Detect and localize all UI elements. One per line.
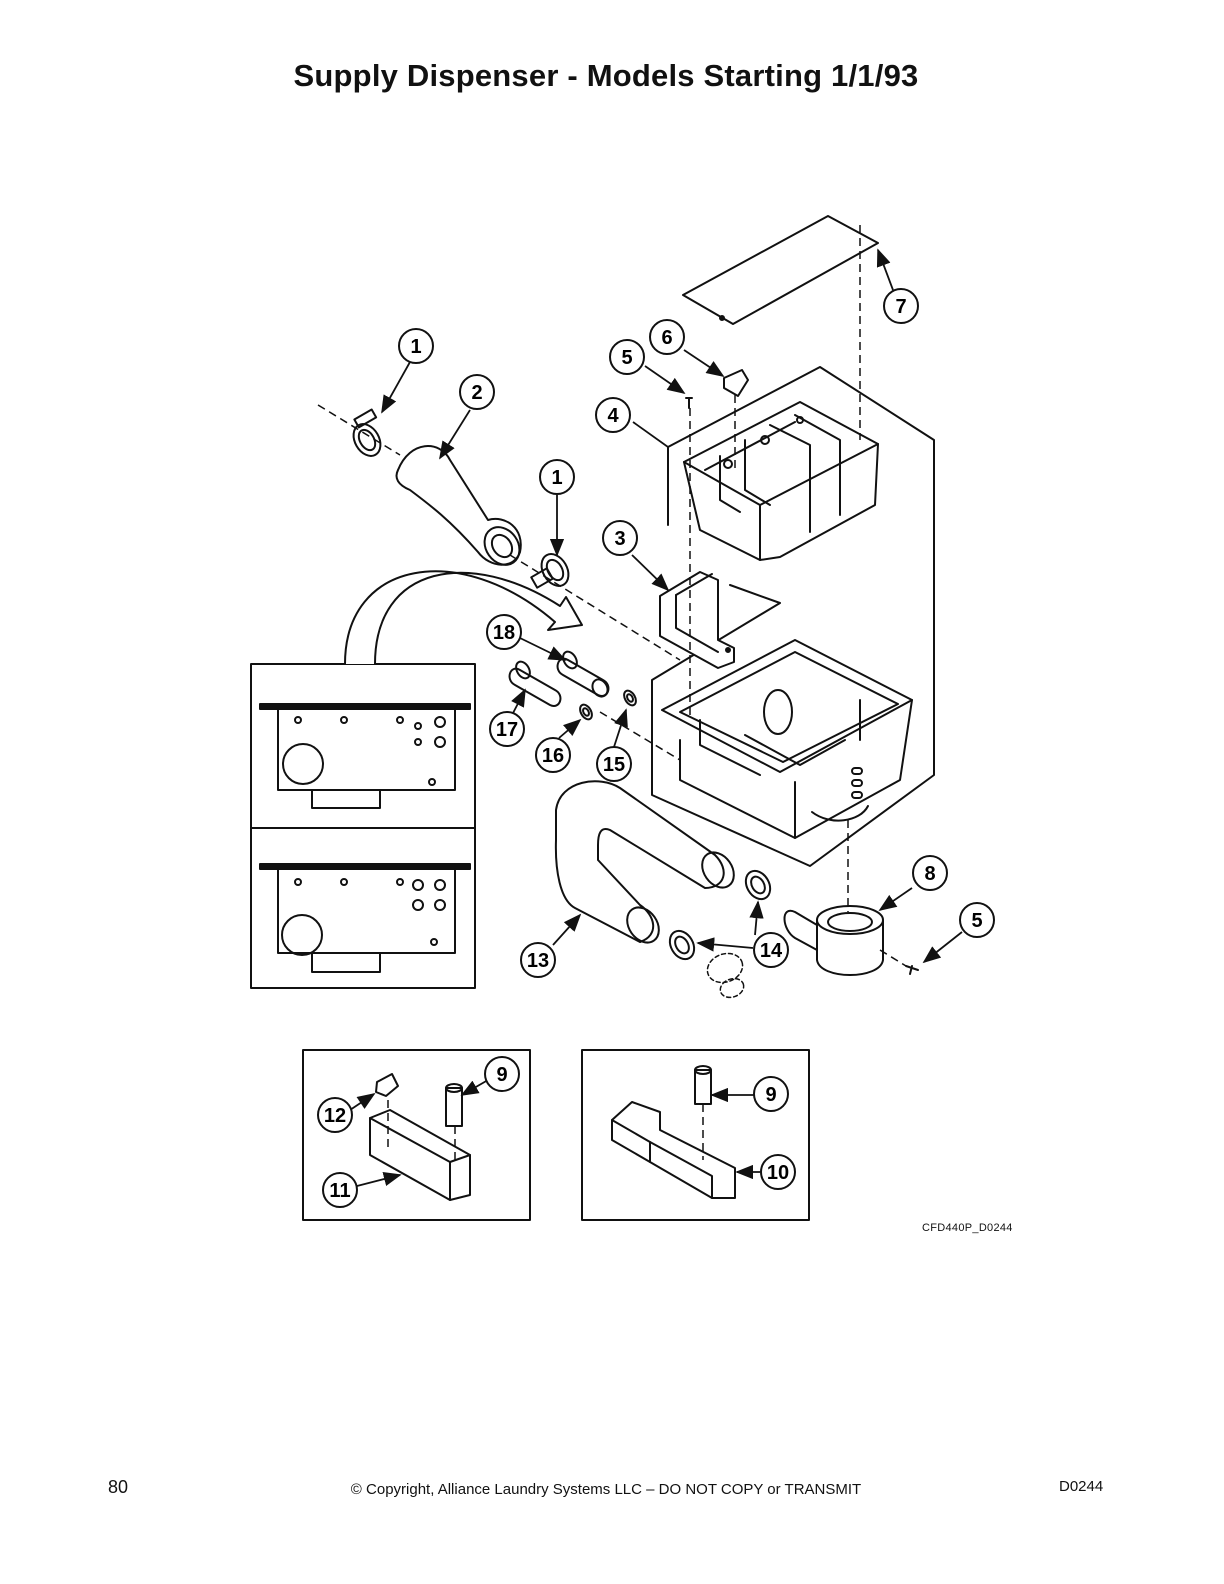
callout-balloon xyxy=(535,737,571,773)
callout-14: 14 xyxy=(753,932,789,968)
callout-label: 11 xyxy=(329,1180,350,1202)
callout-3: 3 xyxy=(602,520,638,556)
dispenser-background-panel xyxy=(651,366,935,867)
ring-part-16 xyxy=(579,703,593,721)
callout-balloon xyxy=(489,711,525,747)
page-title: Supply Dispenser - Models Starting 1/1/9… xyxy=(293,58,919,93)
callout-balloon xyxy=(753,1076,789,1112)
curved-indicator-arrow xyxy=(344,570,583,665)
ring-part-15 xyxy=(623,689,637,707)
callout-balloon xyxy=(459,374,495,410)
hose-clamp-part-14b xyxy=(668,929,696,961)
drain-hose-part xyxy=(554,780,735,944)
callout-9: 9 xyxy=(484,1056,520,1092)
callout-balloon xyxy=(322,1172,358,1208)
callout-balloon xyxy=(520,942,556,978)
callout-13: 13 xyxy=(520,942,556,978)
drawing-id: CFD440P_D0244 xyxy=(922,1222,1013,1234)
callout-label: 9 xyxy=(496,1064,507,1086)
callout-balloon xyxy=(596,746,632,782)
callout-balloon xyxy=(959,902,995,938)
callout-balloon xyxy=(649,319,685,355)
callout-balloon xyxy=(398,328,434,364)
dispenser-tub-part xyxy=(661,639,913,839)
tube-part-17 xyxy=(508,660,562,707)
assembly-centerlines xyxy=(317,225,907,1165)
callout-balloon xyxy=(317,1097,353,1133)
small-cap-part-6 xyxy=(723,369,749,397)
screw-part-5-upper xyxy=(685,397,693,409)
footer-code: D0244 xyxy=(1059,1478,1104,1495)
callout-label: 14 xyxy=(760,940,783,962)
callout-balloon xyxy=(883,288,919,324)
callout-label: 16 xyxy=(542,745,564,767)
callout-label: 1 xyxy=(410,336,421,358)
callout-label: 4 xyxy=(607,405,619,427)
hidden-clamp-outline xyxy=(706,952,745,999)
tube-part-18 xyxy=(556,650,610,698)
hose-clamp-lower xyxy=(530,553,570,589)
siphon-bracket-part xyxy=(659,571,735,669)
callout-15: 15 xyxy=(596,746,632,782)
callout-1: 1 xyxy=(398,328,434,364)
drain-outlet-part xyxy=(783,905,884,976)
callout-label: 10 xyxy=(767,1162,789,1184)
callout-17: 17 xyxy=(489,711,525,747)
inset-front-views xyxy=(250,663,476,989)
callout-label: 8 xyxy=(924,863,935,885)
callout-9: 9 xyxy=(753,1076,789,1112)
upper-compartment-part xyxy=(683,401,879,561)
callout-balloon xyxy=(484,1056,520,1092)
callout-2: 2 xyxy=(459,374,495,410)
callout-label: 6 xyxy=(661,327,672,349)
callout-balloon xyxy=(486,614,522,650)
callout-6: 6 xyxy=(649,319,685,355)
callout-7: 7 xyxy=(883,288,919,324)
callout-8: 8 xyxy=(912,855,948,891)
callout-label: 12 xyxy=(324,1105,346,1127)
footer-copyright: © Copyright, Alliance Laundry Systems LL… xyxy=(350,1481,862,1498)
callout-label: 15 xyxy=(603,754,625,776)
callout-label: 3 xyxy=(614,528,625,550)
callout-balloon xyxy=(602,520,638,556)
cover-plate-part xyxy=(682,215,879,325)
callout-label: 9 xyxy=(765,1084,776,1106)
callout-label: 13 xyxy=(527,950,549,972)
inset-box-right xyxy=(581,1049,810,1221)
inlet-hose-part xyxy=(395,445,522,566)
callout-16: 16 xyxy=(535,737,571,773)
callout-balloon xyxy=(753,932,789,968)
hose-clamp-upper xyxy=(352,408,382,457)
callout-balloon xyxy=(760,1154,796,1190)
callout-10: 10 xyxy=(760,1154,796,1190)
callout-label: 18 xyxy=(493,622,515,644)
callout-18: 18 xyxy=(486,614,522,650)
footer-page-number: 80 xyxy=(108,1477,129,1497)
callout-balloon xyxy=(912,855,948,891)
callout-label: 5 xyxy=(621,347,632,369)
callout-label: 5 xyxy=(971,910,982,932)
callout-1: 1 xyxy=(539,459,575,495)
callout-11: 11 xyxy=(322,1172,358,1208)
callout-5: 5 xyxy=(609,339,645,375)
callout-label: 2 xyxy=(471,382,482,404)
callout-balloon xyxy=(539,459,575,495)
callout-label: 7 xyxy=(895,296,906,318)
callout-12: 12 xyxy=(317,1097,353,1133)
callout-leader-lines xyxy=(349,248,963,1187)
hose-clamp-part-14a xyxy=(744,869,772,901)
callout-label: 1 xyxy=(551,467,562,489)
callout-balloon xyxy=(609,339,645,375)
callout-4: 4 xyxy=(595,397,631,433)
screw-part-5-lower xyxy=(905,965,919,975)
callout-label: 17 xyxy=(496,719,518,741)
callout-5: 5 xyxy=(959,902,995,938)
inset-box-left xyxy=(302,1049,531,1221)
callout-balloon xyxy=(595,397,631,433)
